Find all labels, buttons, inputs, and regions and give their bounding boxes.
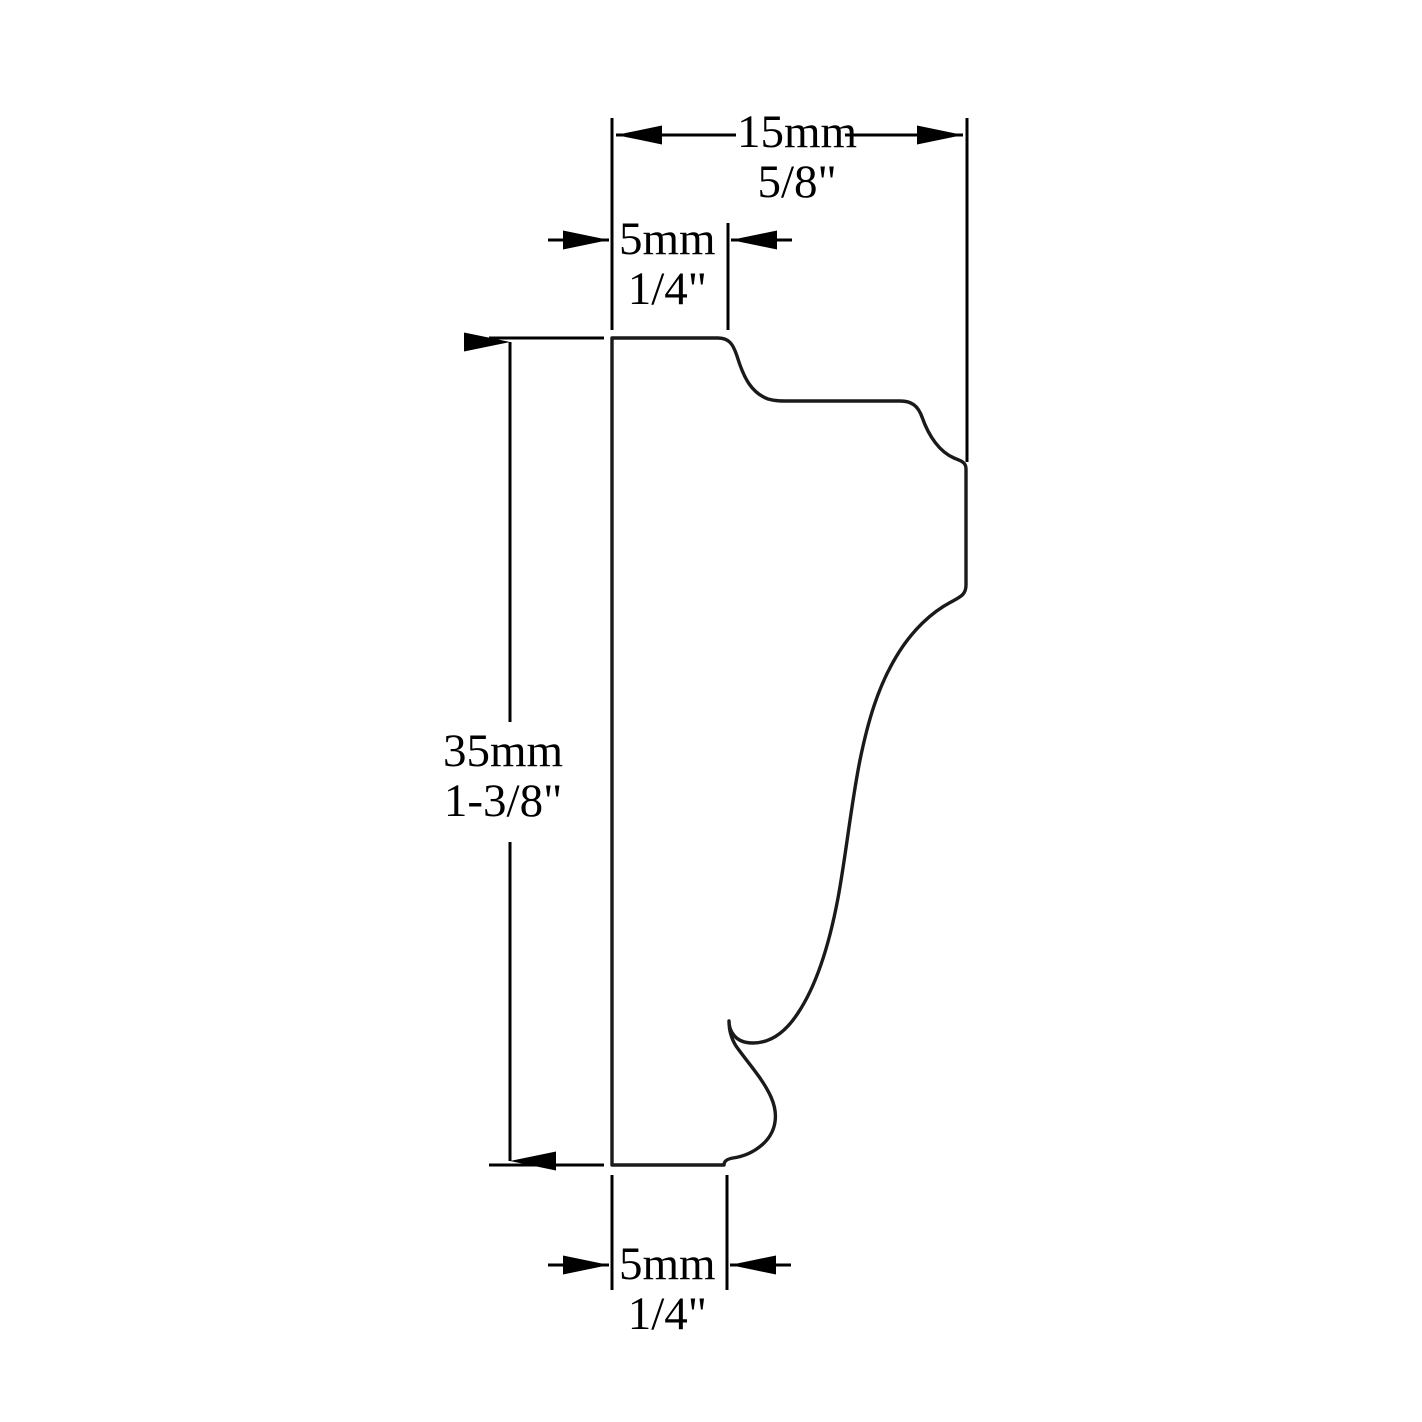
- dimension-label-top-flat: 5mm 1/4": [619, 213, 716, 315]
- dimension-label-height-total-metric: 35mm: [443, 725, 564, 777]
- profile-outline-path: [610, 336, 968, 1167]
- dimension-label-width-total: 15mm 5/8": [737, 106, 858, 208]
- dimension-label-top-flat-metric: 5mm: [619, 213, 716, 265]
- dimension-label-bottom-flat-metric: 5mm: [619, 1238, 716, 1290]
- dimension-label-bottom-flat: 5mm 1/4": [619, 1238, 716, 1340]
- dimension-label-height-total-imperial: 1-3/8": [443, 774, 563, 827]
- dimension-label-width-total-imperial: 5/8": [757, 155, 837, 208]
- dimension-label-width-total-metric: 15mm: [737, 106, 858, 158]
- dimension-label-bottom-flat-imperial: 1/4": [627, 1287, 707, 1340]
- dimension-label-height-total: 35mm 1-3/8": [443, 725, 564, 827]
- dimension-label-top-flat-imperial: 1/4": [627, 262, 707, 315]
- extension-lines: [489, 118, 969, 1290]
- molding-profile-outline: [610, 336, 968, 1167]
